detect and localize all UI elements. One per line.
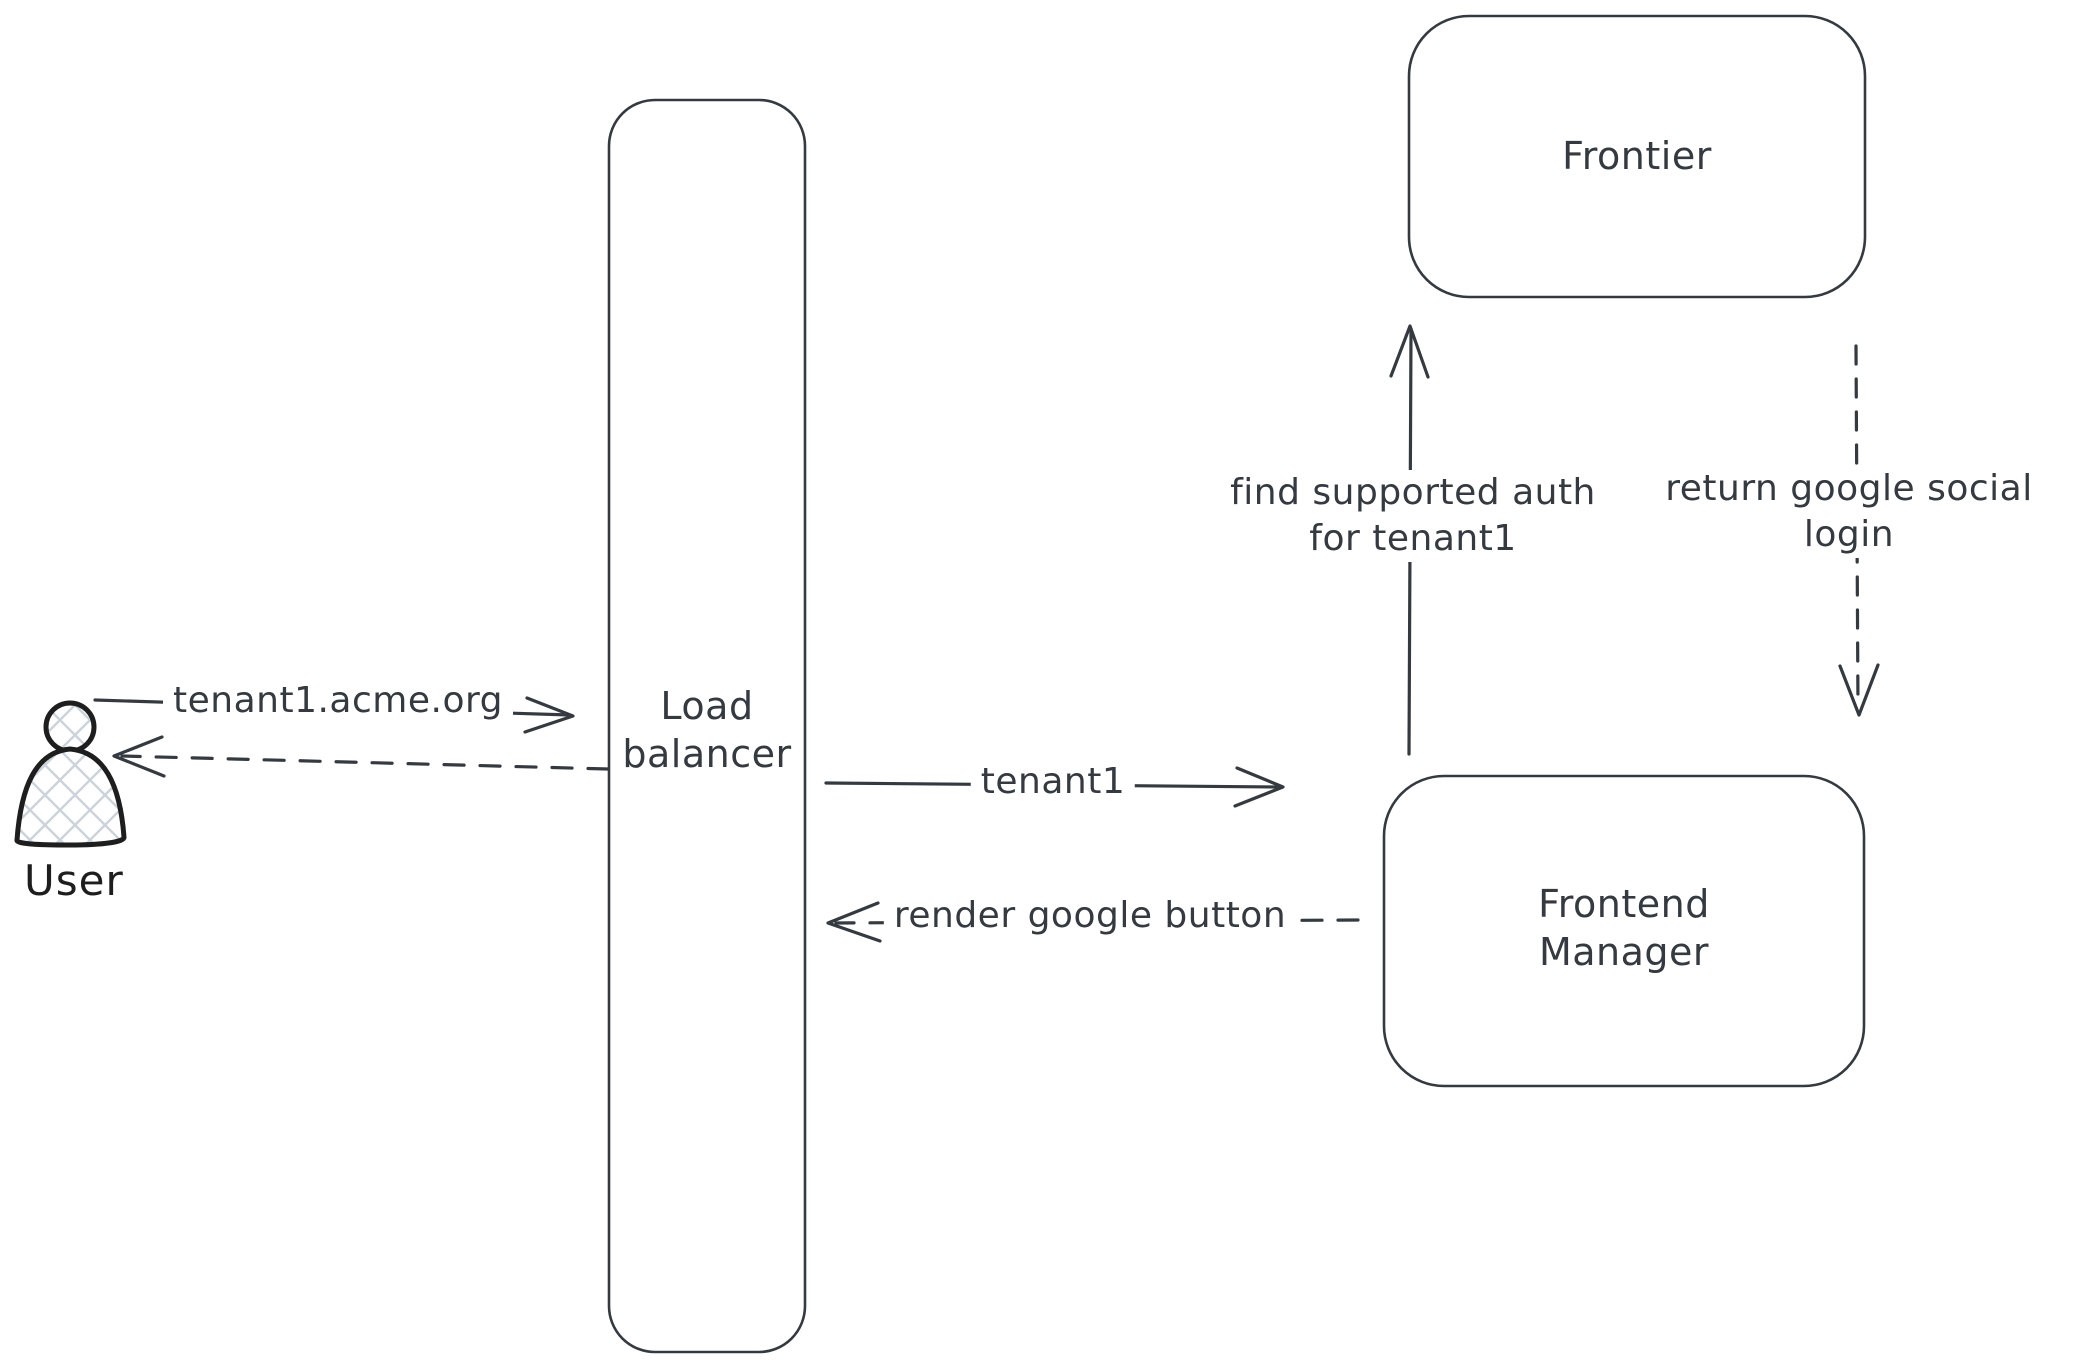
- frontend-manager-label-line2: Manager: [1538, 930, 1710, 974]
- user-body: [14, 746, 127, 848]
- arrow-head-left: [112, 735, 166, 778]
- arrow-head-right: [1233, 766, 1285, 808]
- edge-label-return-google-social-login-line1: return google social: [1665, 468, 2033, 509]
- edge-label-return-google-social-login-line2: login: [1803, 514, 1895, 555]
- edge-label-find-supported-auth: find supported auth for tenant1: [1220, 470, 1606, 562]
- frontier-box: [1407, 14, 1867, 299]
- user-label: User: [24, 856, 124, 905]
- frontend-manager-box: [1382, 774, 1866, 1088]
- load-balancer-label-line2: balancer: [622, 732, 792, 776]
- arrow-line-dashed: [120, 754, 610, 771]
- frontier-label: Frontier: [1562, 134, 1712, 178]
- load-balancer-box: [607, 98, 807, 1354]
- arrow-head-up: [1389, 324, 1430, 379]
- frontend-manager-label: Frontend Manager: [1384, 880, 1864, 976]
- edge-label-find-supported-auth-line2: for tenant1: [1309, 518, 1517, 559]
- user-head: [43, 700, 97, 754]
- arrow-head-left: [826, 901, 882, 943]
- arrow-load-balancer-to-user: [112, 735, 610, 778]
- edge-label-tenant1-acme-org: tenant1.acme.org: [163, 678, 513, 724]
- edge-label-tenant1: tenant1: [970, 759, 1136, 805]
- edge-label-find-supported-auth-line1: find supported auth: [1230, 472, 1596, 513]
- frontend-manager-label-line1: Frontend: [1538, 882, 1710, 926]
- arrow-head-down: [1838, 663, 1880, 717]
- load-balancer-label-line1: Load: [660, 684, 754, 728]
- edge-label-render-google-button: render google button: [883, 893, 1297, 939]
- user-actor-icon: [14, 700, 127, 848]
- edge-label-return-google-social-login: return google social login: [1655, 466, 2043, 558]
- load-balancer-label: Load balancer: [609, 682, 805, 778]
- arrow-head-right: [523, 696, 575, 734]
